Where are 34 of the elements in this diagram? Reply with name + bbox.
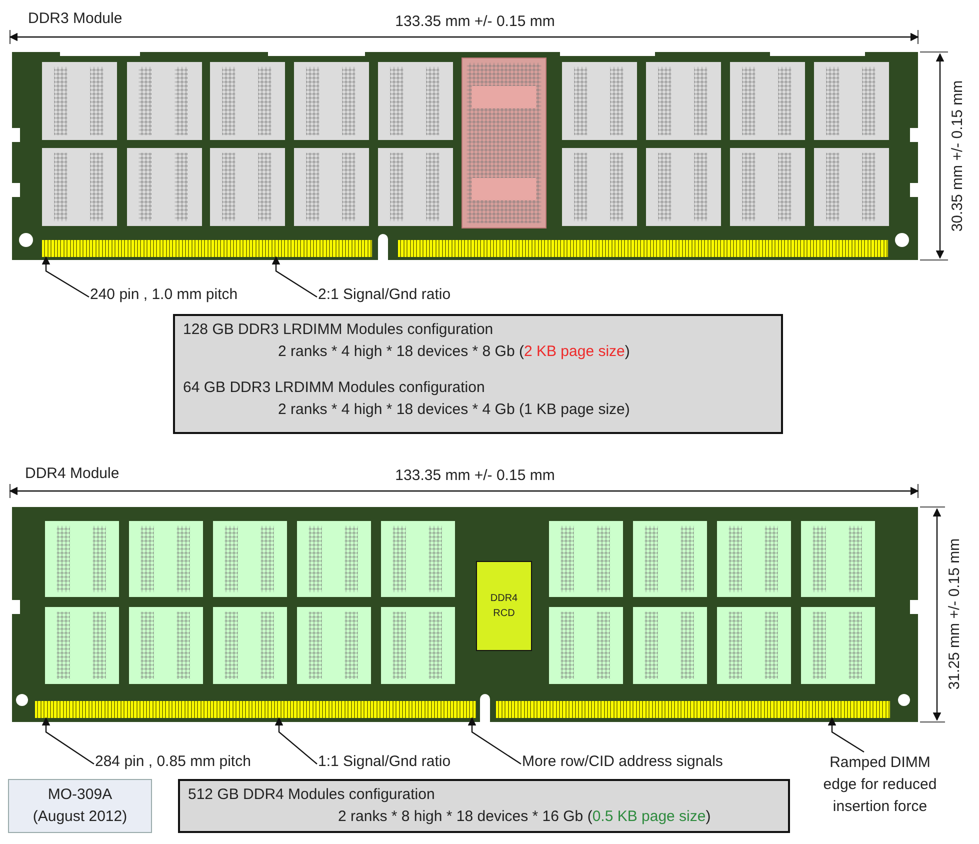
configuration-text: 512 GB DDR4 Modules configuration xyxy=(188,785,436,805)
standard-note: MO-309A (August 2012) xyxy=(32,785,128,827)
configuration-box xyxy=(178,779,790,833)
module-title: DDR3 Module xyxy=(28,9,124,29)
callout-label: 2:1 Signal/Gnd ratio xyxy=(318,284,503,306)
standard-note-box xyxy=(8,779,152,833)
memory-module-board xyxy=(12,52,918,260)
register-chip xyxy=(476,561,532,651)
leader-line xyxy=(42,717,94,764)
module-title: DDR4 Module xyxy=(25,464,120,484)
configuration-text: 128 GB DDR3 LRDIMM Modules configuration xyxy=(183,320,494,340)
memory-module-board xyxy=(12,507,918,722)
contact-pins xyxy=(35,701,476,718)
contact-pins xyxy=(496,701,890,718)
callout-label: 1:1 Signal/Gnd ratio xyxy=(318,751,498,773)
callout-label: 284 pin , 0.85 mm pitch xyxy=(95,751,305,773)
callout-label: 240 pin , 1.0 mm pitch xyxy=(90,284,295,306)
leader-line xyxy=(468,717,522,764)
contact-pins xyxy=(42,240,372,257)
callout-label: More row/CID address signals xyxy=(522,751,800,773)
configuration-text: 64 GB DDR3 LRDIMM Modules configuration xyxy=(183,378,486,398)
leader-line xyxy=(42,256,90,298)
configuration-box xyxy=(173,314,783,434)
leader-line xyxy=(828,717,864,752)
dimension-label: 133.35 mm +/- 0.15 mm xyxy=(394,466,556,486)
configuration-text: 2 ranks * 4 high * 18 devices * 4 Gb (1 KB page size) xyxy=(278,400,631,420)
callout-label: Ramped DIMM edge for reduced insertion force xyxy=(812,752,948,818)
dimension-label: 133.35 mm +/- 0.15 mm xyxy=(394,12,556,32)
configuration-text: 2 ranks * 8 high * 18 devices * 16 Gb (0.5 KB page size) xyxy=(338,807,712,827)
chip-label: DDR4 RCD xyxy=(489,592,519,621)
contact-pins xyxy=(398,240,888,257)
configuration-text: 2 ranks * 4 high * 18 devices * 8 Gb (2 KB page size) xyxy=(278,342,631,362)
leader-line xyxy=(272,256,318,298)
leader-line xyxy=(274,717,318,764)
